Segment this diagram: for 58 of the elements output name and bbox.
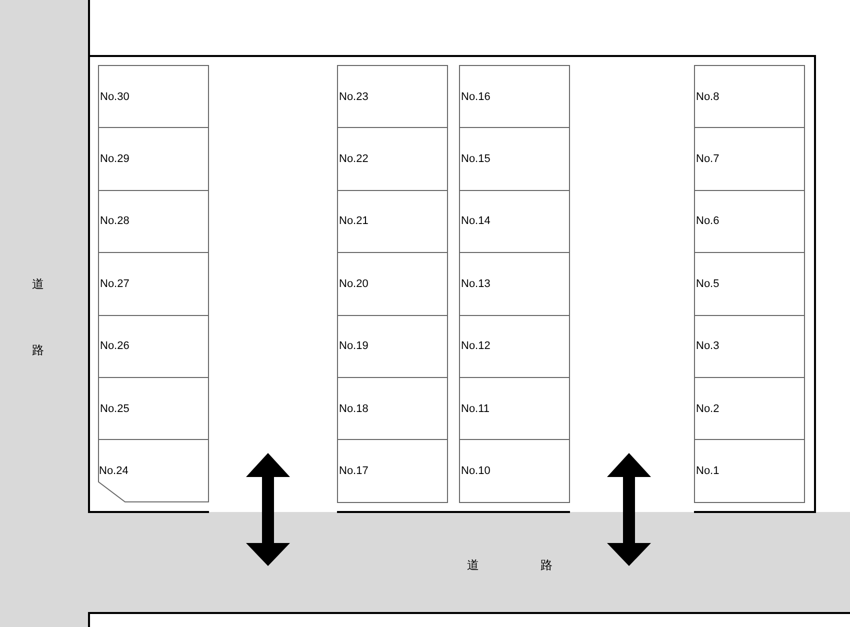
parking-space [459, 377, 570, 440]
parking-space [98, 439, 209, 503]
parking-space [694, 190, 805, 254]
parking-space [337, 190, 448, 254]
space-number: No.6 [695, 215, 720, 228]
parking-space [337, 252, 448, 316]
space-number: No.16 [460, 90, 490, 103]
space-number: No.11 [460, 402, 490, 415]
parking-space [459, 65, 570, 128]
space-number: No.23 [338, 90, 368, 103]
parking-space [459, 190, 570, 254]
space-number: No.30 [99, 90, 130, 103]
space-number: No.13 [460, 278, 490, 290]
space-number: No.17 [338, 465, 368, 478]
parking-space [98, 190, 209, 254]
parking-space [337, 439, 448, 503]
parking-space [98, 127, 209, 191]
parking-space [98, 314, 209, 378]
space-number: No.15 [460, 153, 490, 166]
space-number: No.10 [460, 465, 490, 478]
space-number: No.8 [695, 90, 720, 103]
space-number: No.29 [99, 153, 130, 166]
space-number: No.1 [695, 465, 720, 478]
space-number: No.2 [695, 402, 720, 415]
space-number: No.28 [99, 215, 130, 228]
space-number: No.14 [460, 215, 490, 228]
parking-space [98, 65, 209, 128]
parking-space [459, 439, 570, 503]
road-label: 道 路 [467, 557, 552, 574]
space-number: No.24 [98, 465, 128, 478]
parking-space [337, 377, 448, 440]
space-number: No.25 [99, 402, 130, 415]
space-number: No.7 [695, 153, 720, 166]
space-number: No.18 [338, 402, 368, 415]
space-number: No.12 [460, 340, 490, 352]
parking-space [694, 65, 805, 128]
parking-space [337, 127, 448, 191]
parking-space [337, 65, 448, 128]
parking-space [459, 314, 570, 378]
parking-space [694, 127, 805, 191]
space-number: No.20 [338, 278, 368, 290]
space-number: No.3 [695, 340, 720, 352]
parking-space [337, 314, 448, 378]
parking-space [98, 377, 209, 440]
parking-space [694, 314, 805, 378]
space-number: No.27 [99, 278, 130, 290]
road-label: 道路 [32, 276, 44, 359]
parking-space [459, 252, 570, 316]
parking-space [459, 127, 570, 191]
space-number: No.22 [338, 153, 368, 166]
space-number: No.5 [695, 278, 720, 290]
space-number: No.26 [99, 340, 130, 352]
space-number: No.21 [338, 215, 368, 228]
parking-space [694, 252, 805, 316]
parking-space [694, 377, 805, 440]
space-number: No.19 [338, 340, 368, 352]
parking-space [694, 439, 805, 503]
parking-space [98, 252, 209, 316]
